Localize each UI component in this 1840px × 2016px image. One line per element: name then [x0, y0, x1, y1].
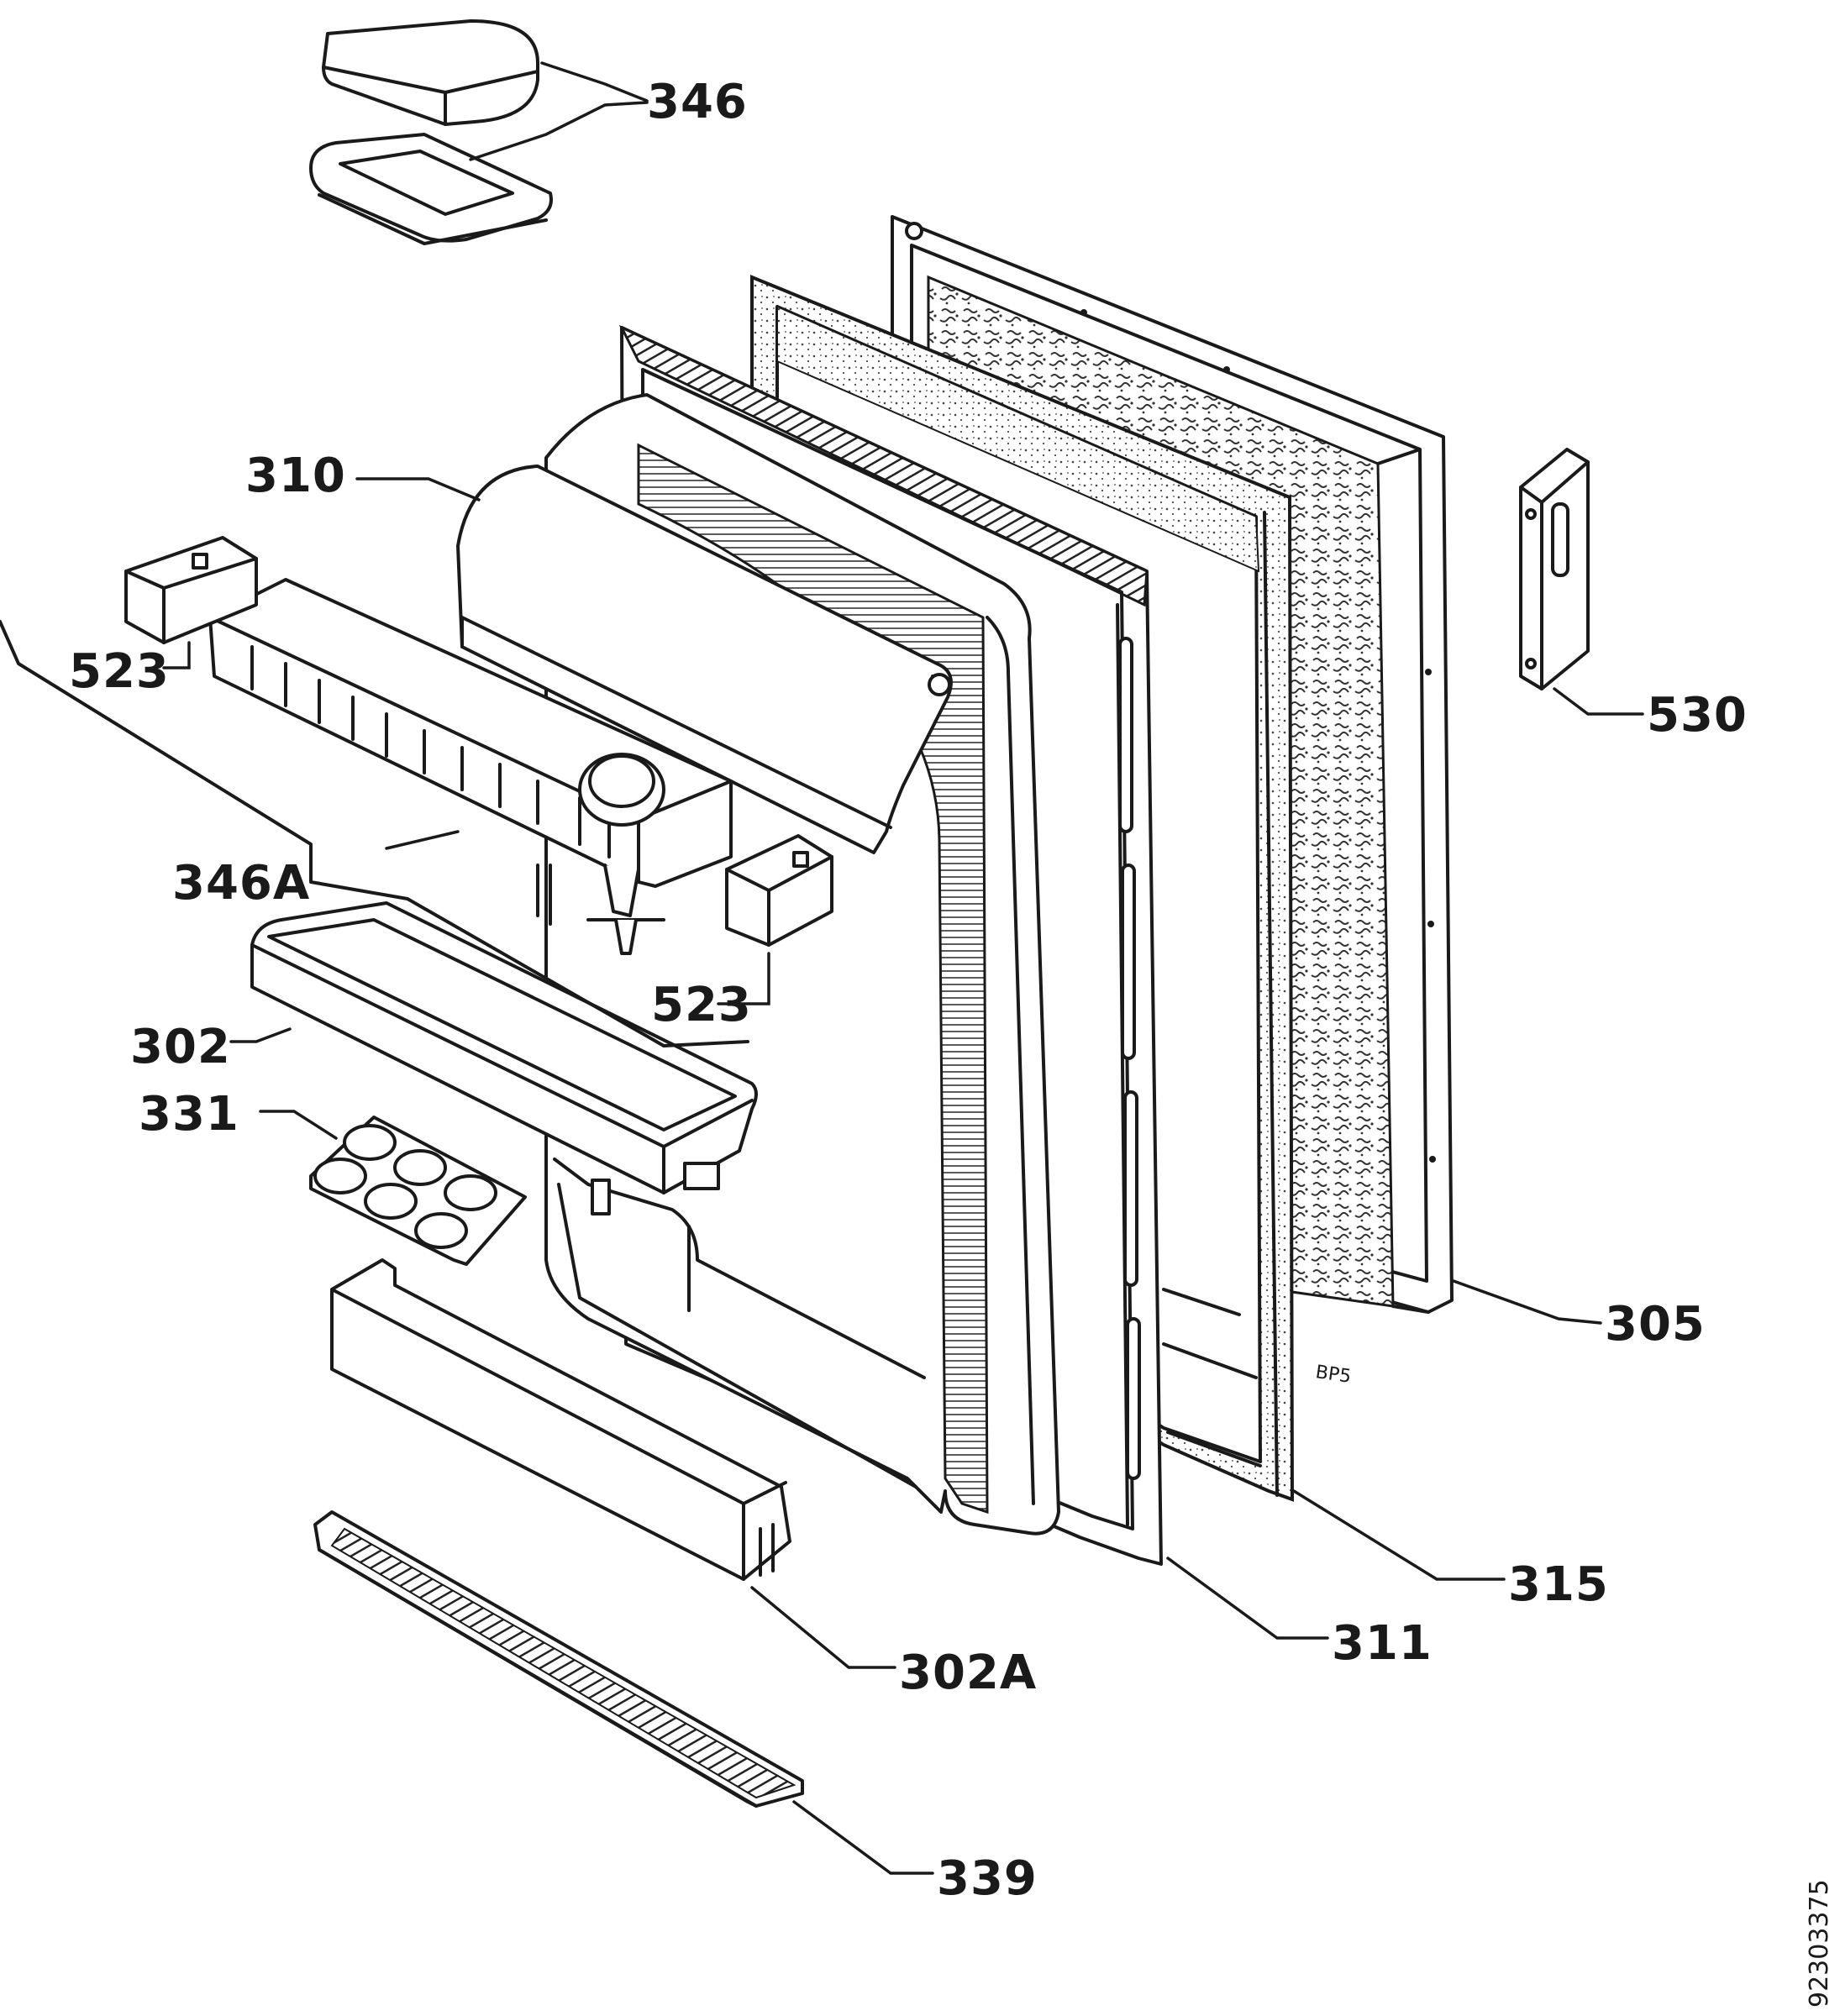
door-tray-302	[250, 901, 758, 1194]
callout-523-right: 523	[651, 978, 752, 1032]
callout-310: 310	[245, 449, 346, 503]
door-handle-530	[1519, 448, 1590, 690]
door-shelf-346A	[208, 578, 733, 955]
dairy-flap-310	[456, 465, 953, 854]
callout-305: 305	[1605, 1297, 1706, 1352]
butter-box-346	[309, 19, 553, 245]
document-number: 92303375	[1805, 1879, 1834, 2008]
callout-311: 311	[1332, 1616, 1433, 1671]
vent-grille-339	[313, 1510, 804, 1808]
bracket-523-right	[725, 834, 833, 947]
callout-302: 302	[130, 1020, 231, 1074]
callout-339: 339	[937, 1851, 1038, 1906]
egg-rack-331	[309, 1116, 527, 1266]
bracket-523-left	[124, 536, 258, 644]
callout-523-left: 523	[69, 644, 170, 699]
callout-315: 315	[1508, 1557, 1609, 1612]
assembly-boundary-line	[0, 620, 749, 1047]
callout-331: 331	[139, 1087, 239, 1142]
bottle-tray-302A	[330, 1258, 791, 1581]
leader-lines	[162, 61, 1644, 1875]
callout-302A: 302A	[899, 1646, 1037, 1700]
callout-530: 530	[1647, 688, 1748, 743]
gasket-marking: BP5	[1314, 1362, 1352, 1388]
callout-346A: 346A	[172, 856, 310, 911]
callout-346: 346	[647, 75, 748, 129]
